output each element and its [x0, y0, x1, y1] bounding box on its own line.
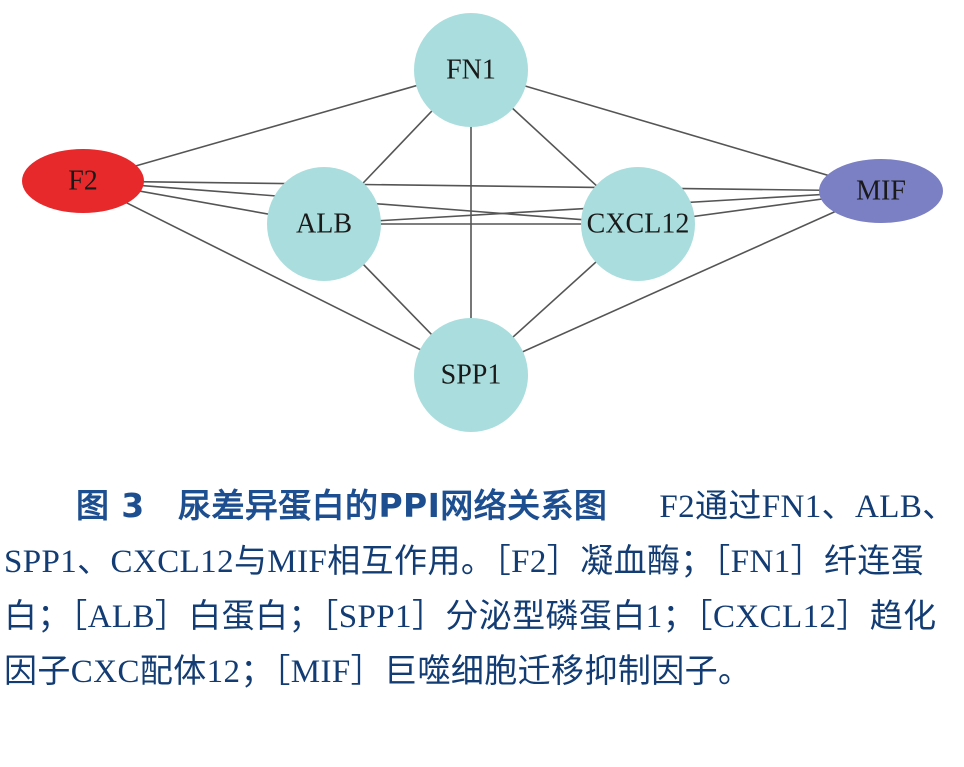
- node-shape-fn1: [414, 13, 528, 127]
- node-mif: MIF: [819, 159, 943, 223]
- node-f2: F2: [22, 149, 144, 213]
- figure-title: 图 3 尿差异蛋白的PPI网络关系图: [76, 486, 608, 525]
- edge-spp1-mif: [470, 190, 882, 376]
- node-spp1: SPP1: [414, 318, 528, 432]
- node-label-spp1: SPP1: [441, 359, 502, 390]
- edge-f2-fn1: [82, 69, 472, 182]
- edge-fn1-mif: [470, 69, 882, 192]
- node-shape-f2: [22, 149, 144, 213]
- edge-f2-spp1: [82, 180, 472, 376]
- node-alb: ALB: [267, 167, 381, 281]
- node-shape-spp1: [414, 318, 528, 432]
- node-cxcl12: CXCL12: [581, 167, 695, 281]
- node-shape-cxcl12: [581, 167, 695, 281]
- node-label-fn1: FN1: [446, 54, 496, 85]
- node-shape-mif: [819, 159, 943, 223]
- node-label-f2: F2: [68, 165, 98, 196]
- node-label-mif: MIF: [856, 175, 906, 206]
- node-fn1: FN1: [414, 13, 528, 127]
- node-shape-alb: [267, 167, 381, 281]
- node-label-cxcl12: CXCL12: [587, 208, 690, 239]
- node-label-alb: ALB: [296, 208, 352, 239]
- caption-body: F2通过FN1、ALB、SPP1、CXCL12与MIF相互作用。［F2］凝血酶；…: [4, 489, 956, 690]
- edge-f2-mif: [82, 180, 882, 192]
